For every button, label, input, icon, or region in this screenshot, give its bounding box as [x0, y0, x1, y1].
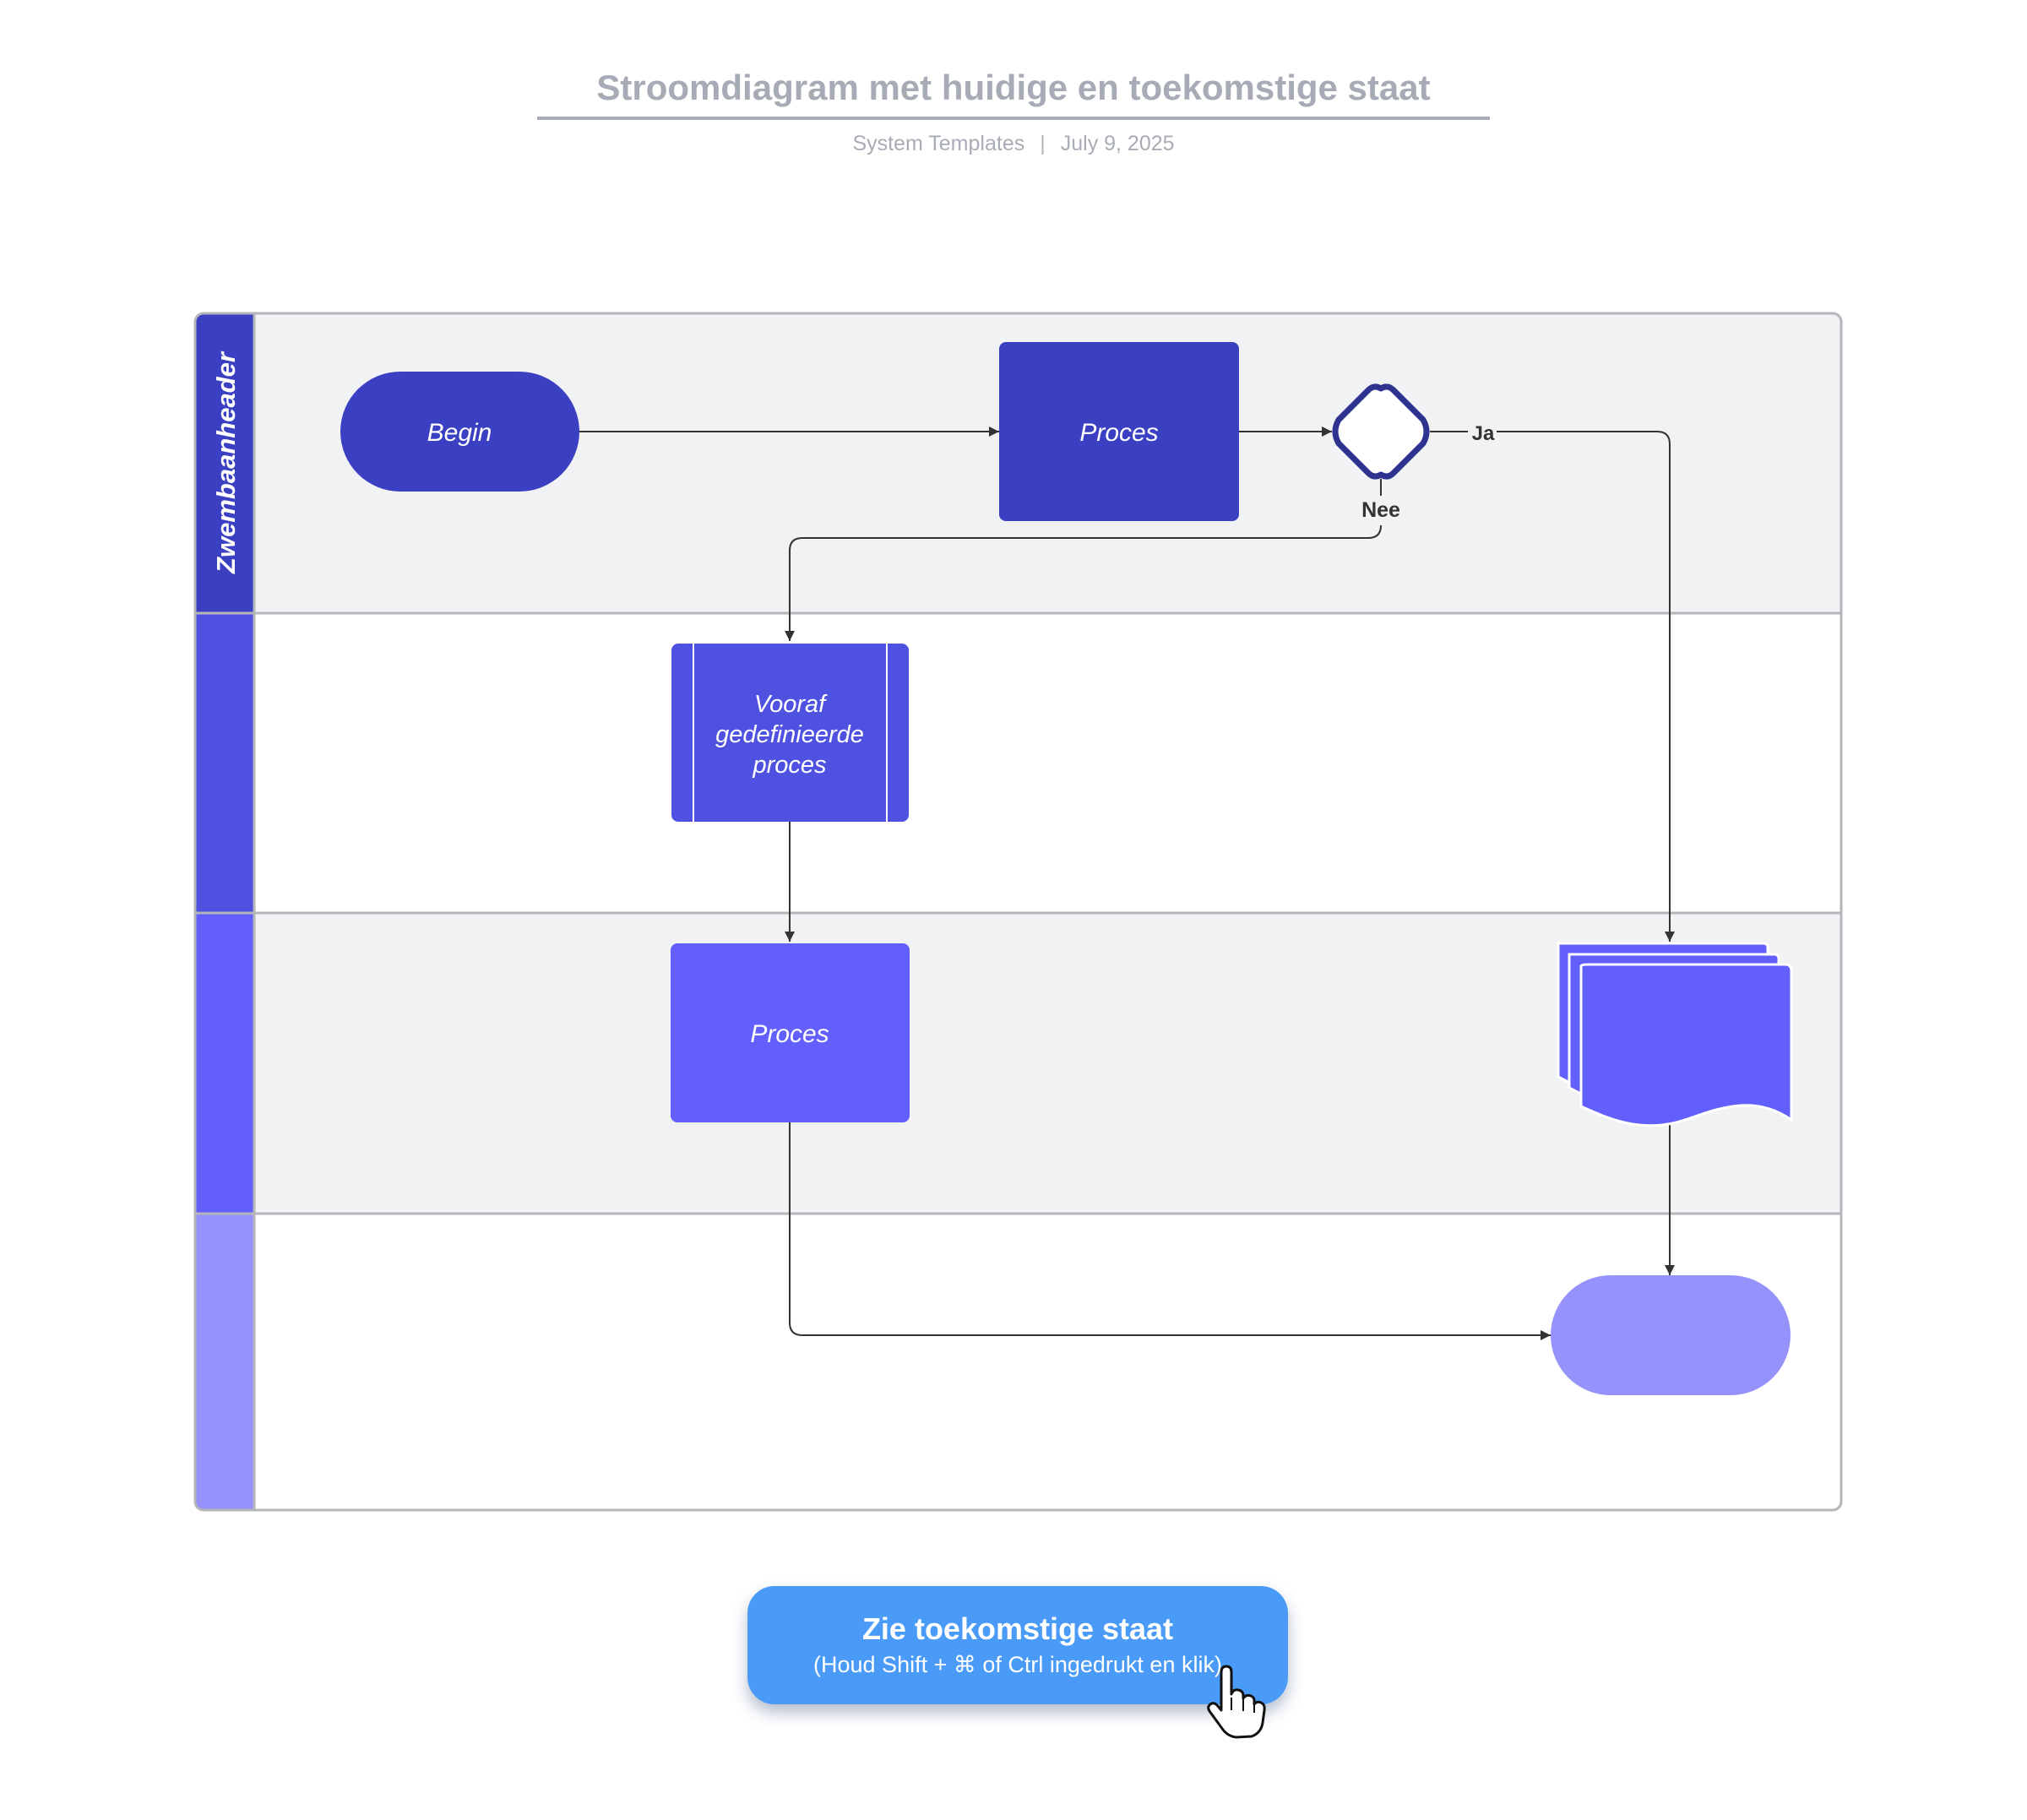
cta-subtitle: (Houd Shift + ⌘ of Ctrl ingedrukt en kli…	[813, 1652, 1222, 1677]
process-2-label: Proces	[750, 1020, 829, 1048]
predefined-process-node	[671, 644, 909, 822]
page-header: Stroomdiagram met huidige en toekomstige…	[0, 68, 2027, 156]
pointer-hand-icon	[1207, 1665, 1266, 1739]
lane-2-header	[195, 613, 254, 913]
process-node-1	[999, 342, 1239, 521]
predefined-process-label-line: proces	[752, 752, 826, 779]
meta-separator: |	[1040, 132, 1046, 155]
begin-terminator	[340, 372, 579, 492]
multi-document-node	[1557, 942, 1793, 1127]
page-meta: System Templates | July 9, 2025	[0, 132, 2027, 156]
decision-diamond	[1332, 383, 1430, 480]
connector-no-to-predefined	[785, 524, 1382, 641]
connectors	[579, 426, 1675, 1340]
document-sheet-front	[1579, 963, 1793, 1127]
predefined-process-label-line: Vooraf	[754, 691, 828, 718]
process-node-2	[671, 943, 910, 1122]
process-1-label: Proces	[1079, 419, 1158, 447]
lane-2-background	[254, 613, 1841, 913]
yes-label: Ja	[1472, 422, 1495, 445]
connector-process-to-end	[789, 1122, 1551, 1340]
predefined-process-label-line: gedefinieerde	[715, 721, 864, 748]
page-title: Stroomdiagram met huidige en toekomstige…	[537, 68, 1490, 120]
date: July 9, 2025	[1060, 132, 1175, 155]
end-terminator	[1551, 1275, 1791, 1395]
cta-title: Zie toekomstige staat	[861, 1611, 1174, 1646]
no-label: Nee	[1361, 498, 1400, 522]
author: System Templates	[852, 132, 1025, 155]
lane-3-header	[195, 913, 254, 1214]
see-future-state-button[interactable]: Zie toekomstige staat (Houd Shift + ⌘ of…	[747, 1586, 1288, 1704]
predefined-process-label: Vooraf gedefinieerde proces	[715, 691, 864, 779]
connector-yes-to-document	[1497, 431, 1675, 942]
swimlane-frame	[193, 312, 1843, 1512]
begin-label: Begin	[427, 419, 492, 447]
lane-4-header	[195, 1214, 254, 1510]
swimlane-header-label: Zwembaanheader	[211, 350, 241, 574]
lane-1-header	[195, 313, 254, 613]
